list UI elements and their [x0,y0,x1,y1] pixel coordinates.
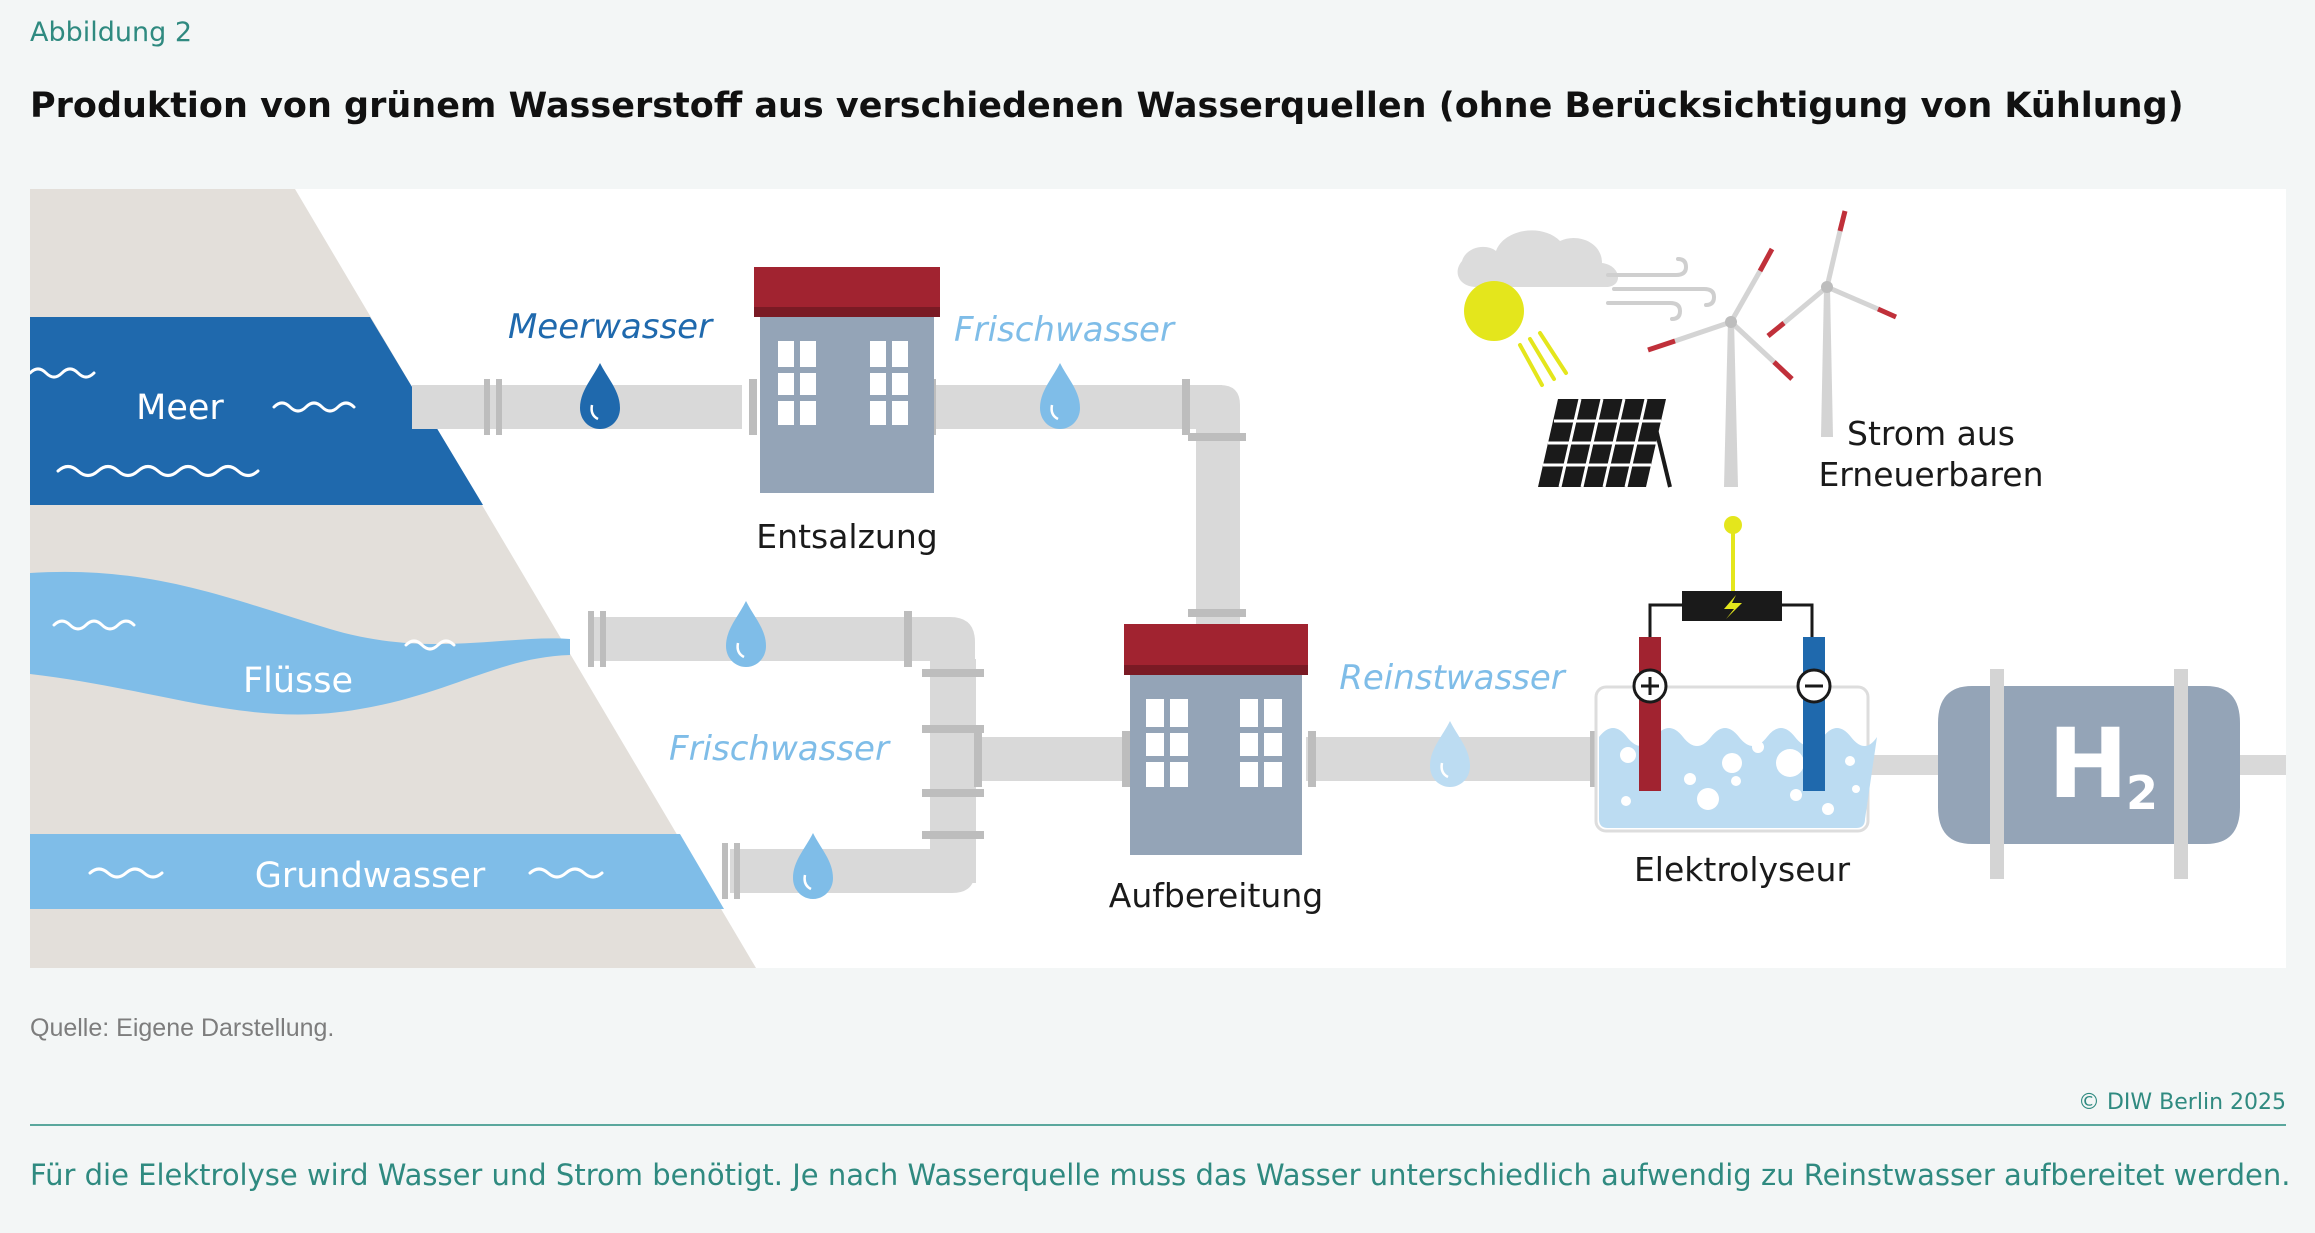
source-label-fluesse: Flüsse [243,661,353,701]
diagram-panel: Meer Flüsse Grundwasser [30,189,2286,968]
sea-waves [30,367,356,477]
node-label-aufbereitung: Aufbereitung [1109,876,1323,915]
drop-icon-river [726,601,766,667]
divider [30,1124,2286,1126]
wind-icon [1606,257,1717,321]
hydrogen-production-diagram: Meer Flüsse Grundwasser [30,189,2286,968]
node-label-entsalzung: Entsalzung [756,517,937,556]
node-label-strom-line1: Strom aus [1847,414,2015,453]
bubbles [1620,741,1860,815]
cloud-icon [1457,230,1619,287]
minus-icon [1796,668,1832,704]
river-waves [52,619,456,651]
wind-turbine-icon-front [1647,247,1794,487]
groundwater-waves [88,867,604,879]
source-note: Quelle: Eigene Darstellung. [30,1014,335,1042]
figure-caption: Für die Elektrolyse wird Wasser und Stro… [30,1158,2291,1192]
copyright: © DIW Berlin 2025 [2078,1090,2286,1115]
node-label-elektrolyseur: Elektrolyseur [1634,850,1851,889]
drop-icon-sea [580,363,620,429]
groundwater-body [30,834,724,909]
hydrogen-symbol: H [2048,708,2128,820]
pipes [412,385,2286,893]
electrolyser-tank [1594,637,1877,833]
wind-turbine-icon-back [1766,210,1898,437]
plus-icon [1632,668,1668,704]
lightning-icon [1724,595,1742,619]
flow-label-meerwasser: Meerwasser [508,307,714,347]
node-label-strom-line2: Erneuerbaren [1818,455,2043,494]
water-drops [580,363,1470,899]
cathode-electrode [1803,637,1825,791]
power-connector [1648,516,1814,637]
hydrogen-tank: H 2 [1938,669,2240,879]
river-body [30,571,570,715]
building-aufbereitung [1124,624,1308,855]
drop-icon-pure [1430,721,1470,787]
hydrogen-subscript: 2 [2126,766,2158,820]
anode-electrode [1639,637,1661,791]
flow-label-reinstwasser: Reinstwasser [1339,658,1567,698]
solar-panel-icon [1538,398,1672,488]
drop-icon-groundwater [793,833,833,899]
flow-label-frischwasser-bottom: Frischwasser [669,729,891,769]
source-label-meer: Meer [136,388,224,428]
figure-title: Produktion von grünem Wasserstoff aus ve… [30,86,2184,126]
flow-label-frischwasser-top: Frischwasser [954,310,1176,350]
sun-icon [1464,281,1568,387]
figure-label: Abbildung 2 [30,17,193,48]
sea-body [30,317,483,505]
source-label-grundwasser: Grundwasser [255,856,486,896]
building-entsalzung [754,267,940,493]
drop-icon-fresh-top [1040,363,1080,429]
